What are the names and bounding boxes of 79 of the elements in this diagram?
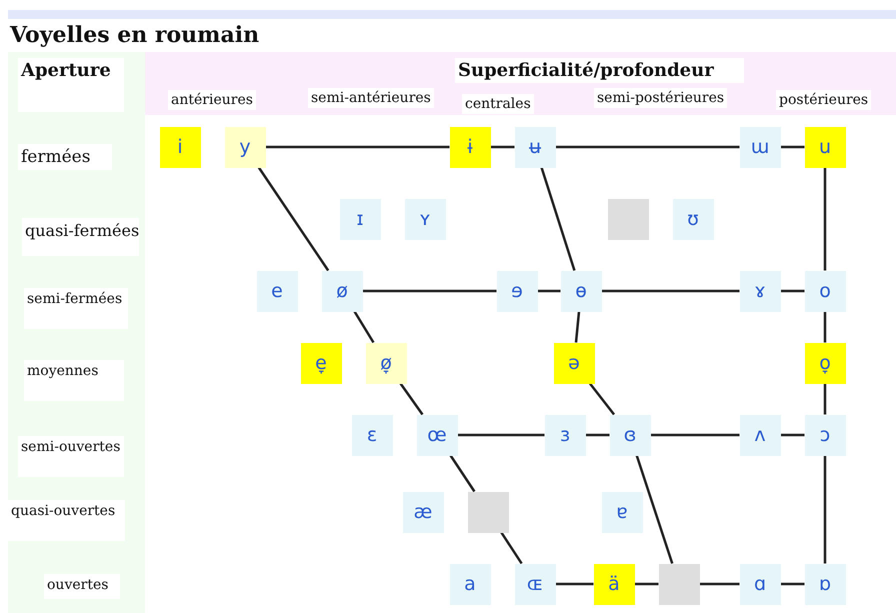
vowel-box: i [160,126,200,168]
row-label: fermées [18,144,112,170]
connector-line [586,434,610,436]
connector-line [450,454,476,492]
vowel-box: ɯ [740,126,780,168]
vowel-box: ɘ [496,270,538,312]
column-heading: Superficialité/profondeur [455,58,744,83]
column-label: antérieures [168,90,256,110]
column-label: semi-postérieures [594,88,728,108]
vowel-box: ɛ [352,414,392,456]
connector-line [458,434,544,436]
vowel-box: ɒ [804,564,846,604]
connector-line [540,167,576,271]
vowel-box: ə [554,342,594,384]
connector-line [824,384,826,414]
vowel-box: ɤ [740,270,780,312]
row-label: quasi-fermées [22,218,140,256]
connector-line [602,290,740,292]
row-label: moyennes [24,360,124,401]
vowel-box: ä [594,564,634,604]
vowel-box: ɑ [740,564,780,604]
vowel-box: ɪ [340,198,380,240]
connector-line [780,434,804,436]
column-label: postérieures [776,90,872,110]
vowel-box: e̞ [300,342,342,384]
vowel-box: ɨ [450,126,490,168]
empty-box [608,198,648,240]
vowel-box: o̞ [804,342,846,384]
vowel-box: ʏ [404,198,446,240]
connector-line [500,532,523,564]
row-label: semi-fermées [24,288,128,329]
connector-line [650,434,740,436]
connector-line [824,168,826,270]
row-label: ouvertes [44,574,120,599]
vowel-box: u [804,126,846,168]
connector-line [700,582,740,586]
vowel-box: æ [402,492,444,532]
connector-line [556,582,594,586]
connector-line [538,290,560,292]
empty-box [658,564,700,604]
vowel-box: y [224,126,266,168]
column-label: centrales [462,94,534,114]
connector-line [588,382,616,416]
vowel-box: ɜ [544,414,586,456]
connector-line [258,166,330,272]
vowel-box: ɶ [514,564,556,604]
connector-line [400,382,424,416]
row-label: quasi-ouvertes [8,500,126,541]
vowel-box: e [256,270,298,312]
vowel-box: œ [416,414,458,456]
vowel-box: ø̞ [366,342,406,384]
column-label: semi-antérieures [308,88,434,108]
vowel-box: ɐ [602,492,642,532]
connector-line [636,455,674,564]
connector-line [780,582,804,586]
vowel-box: ø [322,270,362,312]
vowel-box: ʌ [740,414,780,456]
connector-line [490,146,514,148]
vowel-box: ɔ [804,414,846,456]
connector-line [353,310,375,344]
vowel-box: ʊ [672,198,714,240]
column-heading: Aperture [18,58,124,112]
connector-line [362,290,496,292]
connector-line [634,582,658,586]
connector-line [780,146,804,148]
connector-line [780,290,804,292]
vowel-box: a [450,564,490,604]
vowel-box: ʉ [514,126,556,168]
empty-box [468,492,508,532]
connector-line [824,456,826,564]
title: Voyelles en roumain [10,22,260,48]
vowel-box: ɞ [610,414,650,456]
connector-line [556,146,740,148]
connector-line [824,312,826,342]
row-label: semi-ouvertes [18,436,124,477]
connector-line [574,311,580,343]
vowel-box: ɵ [560,270,602,312]
vowel-box: o [804,270,846,312]
connector-line [266,146,450,148]
